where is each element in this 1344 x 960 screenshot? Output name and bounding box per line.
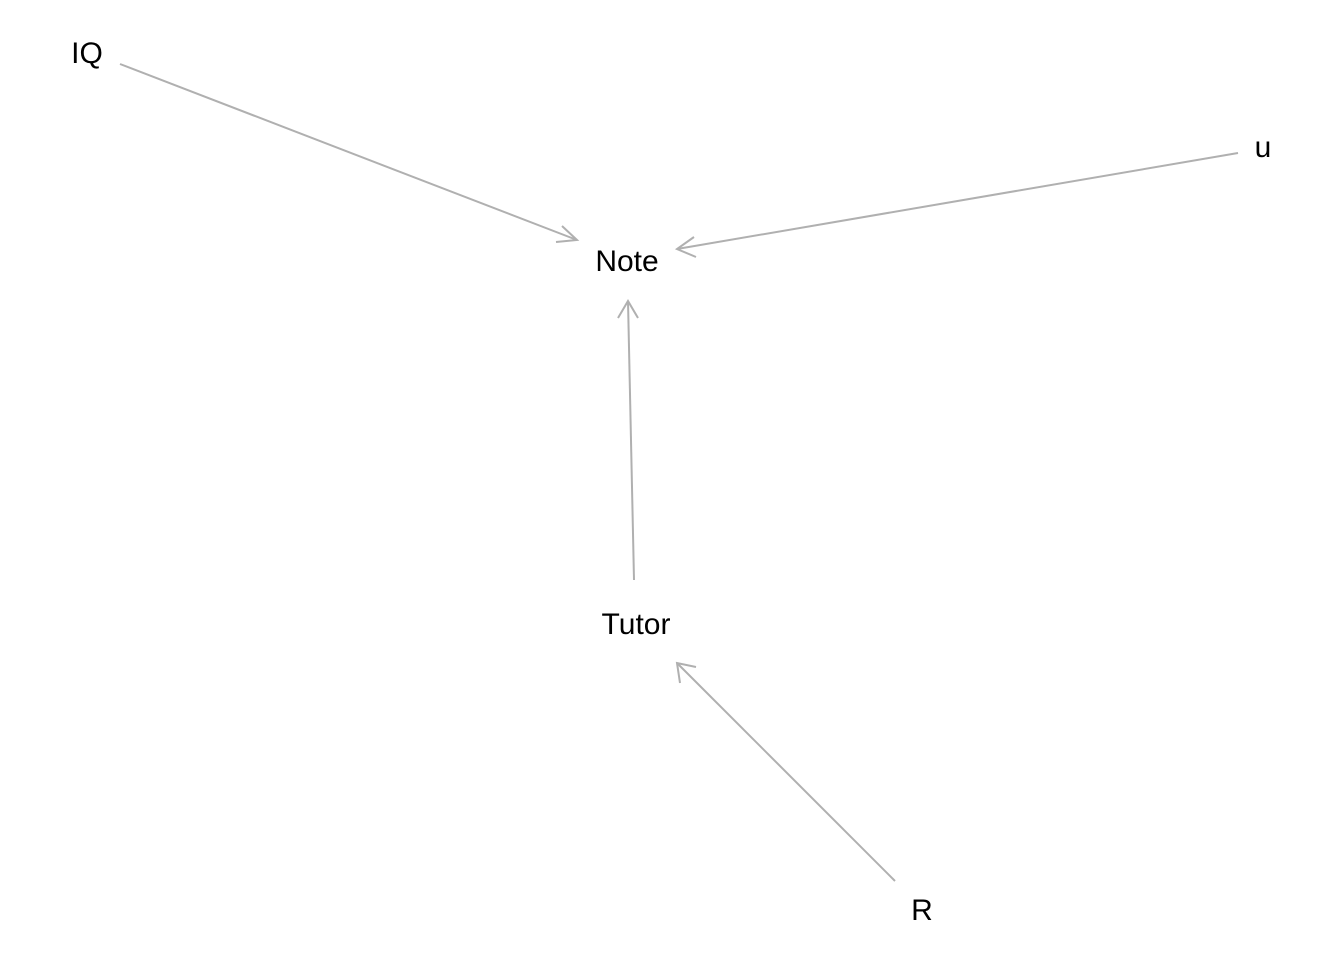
- nodes: IQ u Note Tutor R: [71, 37, 1271, 927]
- node-u: u: [1255, 131, 1272, 164]
- node-r: R: [911, 894, 933, 927]
- edges: [119, 63, 1239, 882]
- edge-tutor-to-note: [617, 299, 639, 581]
- edge-u-to-note: [674, 152, 1239, 258]
- edge-r-to-tutor: [675, 661, 896, 882]
- edge-iq-to-note: [119, 63, 580, 243]
- node-note: Note: [595, 245, 658, 278]
- node-tutor: Tutor: [602, 608, 671, 641]
- node-iq: IQ: [71, 37, 103, 70]
